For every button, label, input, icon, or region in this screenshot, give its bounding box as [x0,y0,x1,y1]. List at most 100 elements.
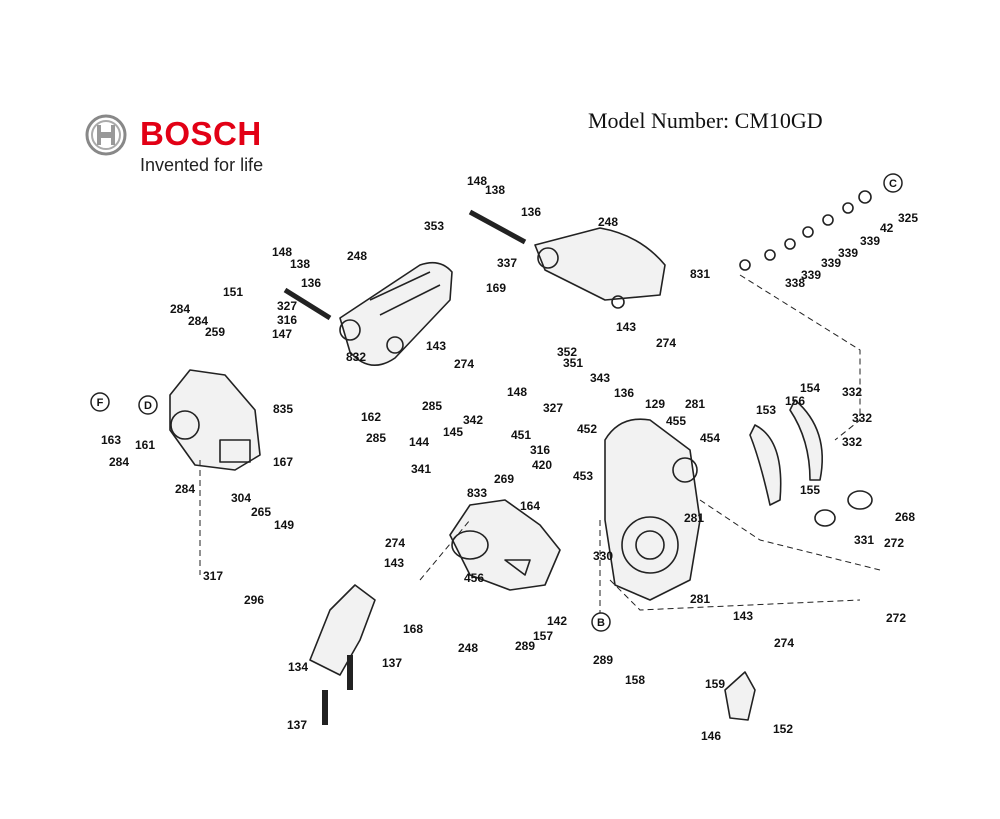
part-number-label: 168 [403,622,423,636]
part-number-label: 289 [593,653,613,667]
guard-plate-154-drawing [789,399,823,481]
part-number-label: 143 [426,339,446,353]
part-number-label: 42 [880,221,894,235]
part-number-label: 339 [821,256,841,270]
part-number-label: 284 [109,455,129,469]
part-number-label: 137 [382,656,402,670]
part-number-label: 138 [290,257,310,271]
bosch-brand: BOSCH Invented for life [84,113,284,183]
part-number-label: 296 [244,593,264,607]
part-number-label: 136 [301,276,321,290]
callout-letter: F [97,397,104,409]
lower-pivot-arm-drawing [309,584,376,676]
part-number-label: 134 [288,660,308,674]
part-number-label: 151 [223,285,243,299]
part-number-label: 274 [774,636,794,650]
part-number-label: 159 [705,677,725,691]
part-number-label: 343 [590,371,610,385]
callout-circle [138,395,158,415]
part-number-label: 161 [135,438,155,452]
guard-plate-153-drawing [749,424,782,506]
part-number-label: 338 [785,276,805,290]
part-number-label: 327 [277,299,297,313]
part-number-label: 148 [272,245,292,259]
part-number-label: 351 [563,356,583,370]
callout-letter: B [597,617,605,629]
part-number-label: 339 [801,268,821,282]
part-number-label: 284 [188,314,208,328]
part-number-label: 316 [530,443,550,457]
part-number-label: 274 [656,336,676,350]
brand-tagline: Invented for life [140,155,264,175]
part-number-label: 281 [690,592,710,606]
part-number-label: 274 [385,536,405,550]
part-number-label: 137 [287,718,307,732]
part-number-label: 456 [464,571,484,585]
upper-link-arm-drawing [339,261,453,366]
part-number-label: 285 [422,399,442,413]
part-number-label: 316 [277,313,297,327]
part-number-label: 285 [366,431,386,445]
part-number-label: 153 [756,403,776,417]
part-number-label: 145 [443,425,463,439]
callout-letter: D [144,400,152,412]
part-number-label: 337 [497,256,517,270]
part-number-label: 268 [895,510,915,524]
part-number-label: 248 [598,215,618,229]
part-number-label: 142 [547,614,567,628]
part-number-label: 454 [700,431,720,445]
center-carriage-drawing [449,499,561,591]
part-number-label: 284 [175,482,195,496]
part-number-label: 265 [251,505,271,519]
part-number-label: 162 [361,410,381,424]
part-number-label: 136 [521,205,541,219]
part-number-label: 143 [616,320,636,334]
part-number-label: 248 [458,641,478,655]
part-number-label: 148 [467,174,487,188]
part-number-label: 835 [273,402,293,416]
bosch-armature-logo-icon [85,114,127,156]
part-number-label: 149 [274,518,294,532]
part-number-label: 143 [733,609,753,623]
part-number-label: 833 [467,486,487,500]
part-number-label: 147 [272,327,292,341]
part-number-label: 332 [852,411,872,425]
part-number-label: 164 [520,499,540,513]
part-number-label: 129 [645,397,665,411]
part-number-label: 332 [842,435,862,449]
part-number-label: 289 [515,639,535,653]
part-number-label: 451 [511,428,531,442]
part-number-label: 148 [507,385,527,399]
part-number-label: 284 [170,302,190,316]
callout-circle [591,612,611,632]
part-number-label: 154 [800,381,820,395]
part-number-label: 157 [533,629,553,643]
part-number-label: 152 [773,722,793,736]
part-number-label: 420 [532,458,552,472]
callout-circle [883,173,903,193]
part-number-label: 353 [424,219,444,233]
part-number-label: 138 [485,183,505,197]
part-number-label: 143 [384,556,404,570]
part-number-label: 339 [838,246,858,260]
part-number-label: 452 [577,422,597,436]
part-number-label: 272 [886,611,906,625]
upper-right-arm-drawing [534,227,666,301]
part-number-label: 352 [557,345,577,359]
part-number-label: 274 [454,357,474,371]
part-number-label: 158 [625,673,645,687]
part-number-label: 259 [205,325,225,339]
part-number-label: 248 [347,249,367,263]
part-number-label: 341 [411,462,431,476]
part-number-label: 272 [884,536,904,550]
part-number-label: 146 [701,729,721,743]
part-number-label: 332 [842,385,862,399]
callout-circle [90,392,110,412]
part-number-label: 317 [203,569,223,583]
part-number-label: 136 [614,386,634,400]
part-number-label: 342 [463,413,483,427]
part-number-label: 331 [854,533,874,547]
part-number-label: 155 [800,483,820,497]
part-number-label: 269 [494,472,514,486]
